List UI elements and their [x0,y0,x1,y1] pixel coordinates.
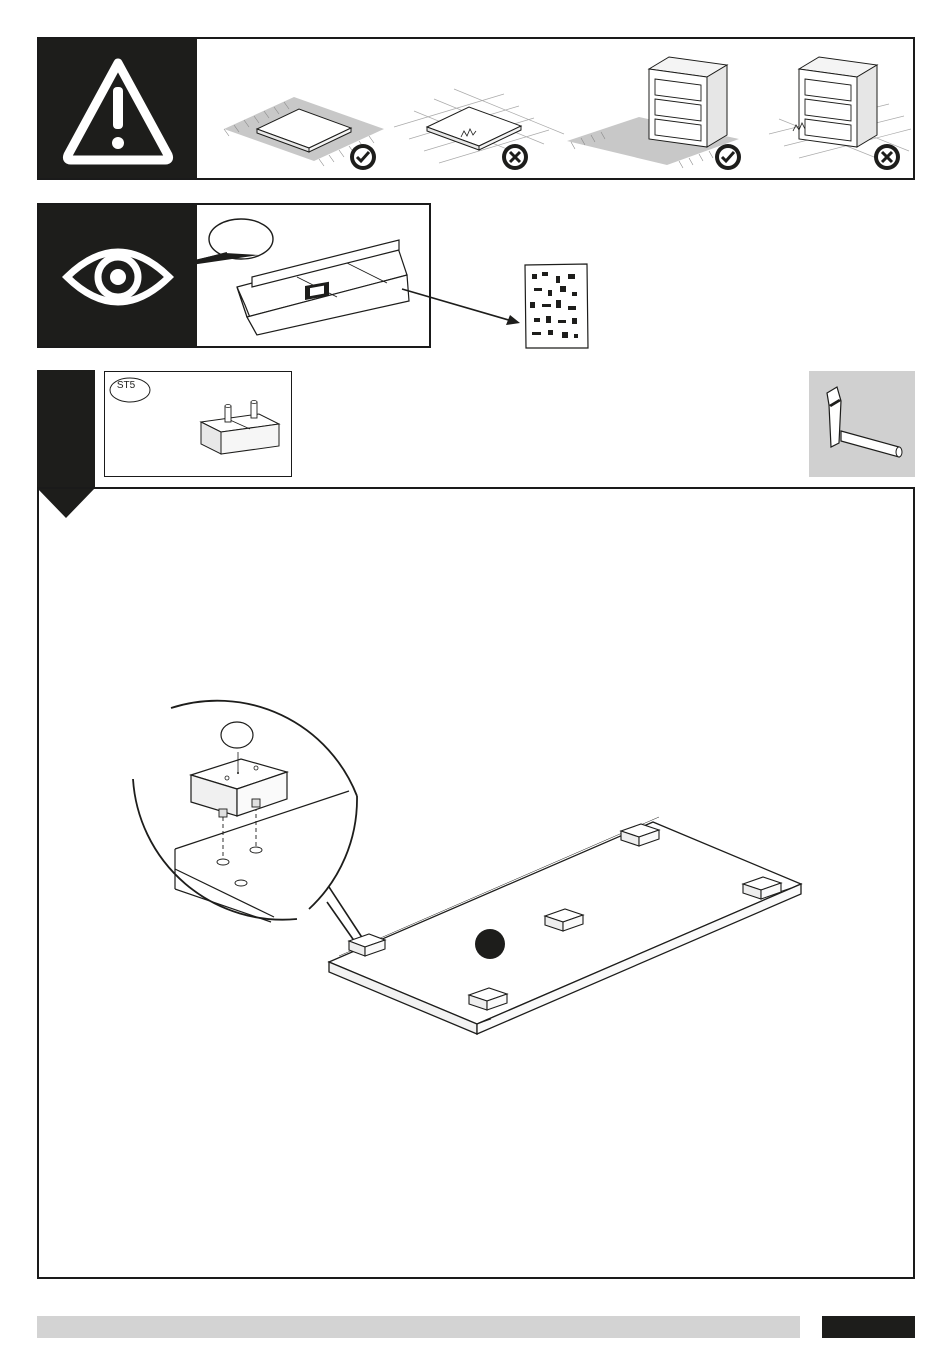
check-icon [350,144,376,170]
footer-bar [37,1316,800,1338]
tool-box [809,371,915,477]
part-marker-dot [475,929,505,959]
warning-triangle-icon [39,39,197,178]
inspect-panel [37,203,431,348]
assembly-frame [37,487,915,1279]
hardware-bag-icon [522,262,590,350]
cabinet-on-carpet-illustration [567,57,739,168]
floor-examples [199,39,913,178]
assembly-illustration [39,489,913,1277]
eye-icon [39,205,197,346]
cross-icon [874,144,900,170]
panel-with-feet-illustration [329,817,801,1034]
page-number-block [822,1316,915,1338]
open-box-icon [197,205,429,346]
magnified-detail-icon [133,701,365,942]
warning-panel [37,37,915,180]
hammer-icon [809,371,915,477]
inspect-sidebar [39,205,197,346]
cross-icon [502,144,528,170]
check-icon [715,144,741,170]
panel-on-hard-floor-illustration [394,89,564,163]
part-code-label: ST5 [106,374,146,396]
warning-sidebar [39,39,197,178]
arrow-icon [400,285,530,335]
